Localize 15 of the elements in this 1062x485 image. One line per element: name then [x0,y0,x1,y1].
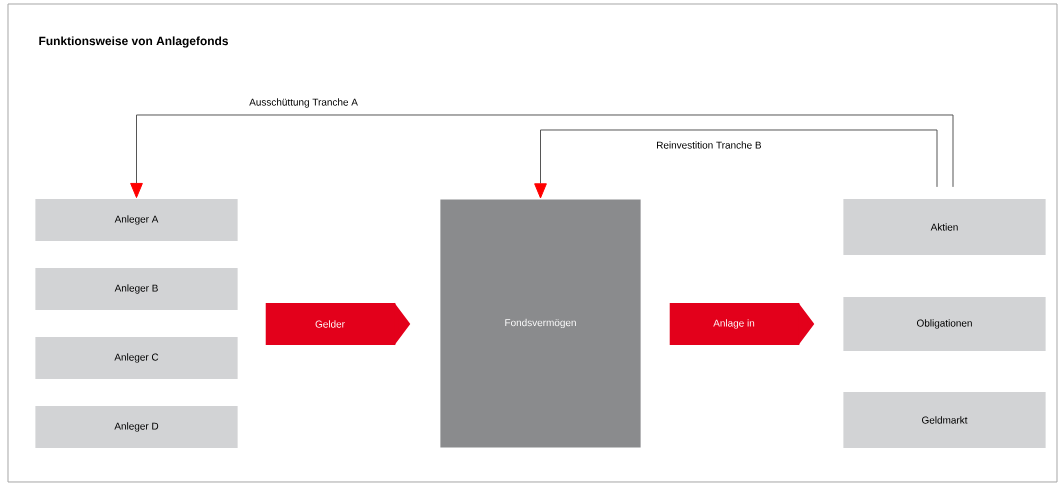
fund-box: Fondsvermögen [440,199,641,448]
text-box: Anleger B [35,268,238,310]
title: Funktionsweise von Anlagefonds [39,36,228,48]
text-box: Geldmarkt [843,392,1046,448]
text-box: Anleger D [35,406,238,448]
edge-label: Gelder [314,319,346,329]
edge-label: Reinvestition Tranche B [655,140,763,150]
text-box: Aktien [843,199,1046,255]
text-box: Anleger C [35,337,238,379]
connector-arrow [130,114,954,199]
text-box: Obligationen [843,297,1046,351]
text-box: Anleger A [35,199,238,241]
edge-label: Anlage in [712,318,756,330]
connector-arrow [534,129,938,199]
edge-label: Ausschüttung Tranche A [248,97,359,109]
